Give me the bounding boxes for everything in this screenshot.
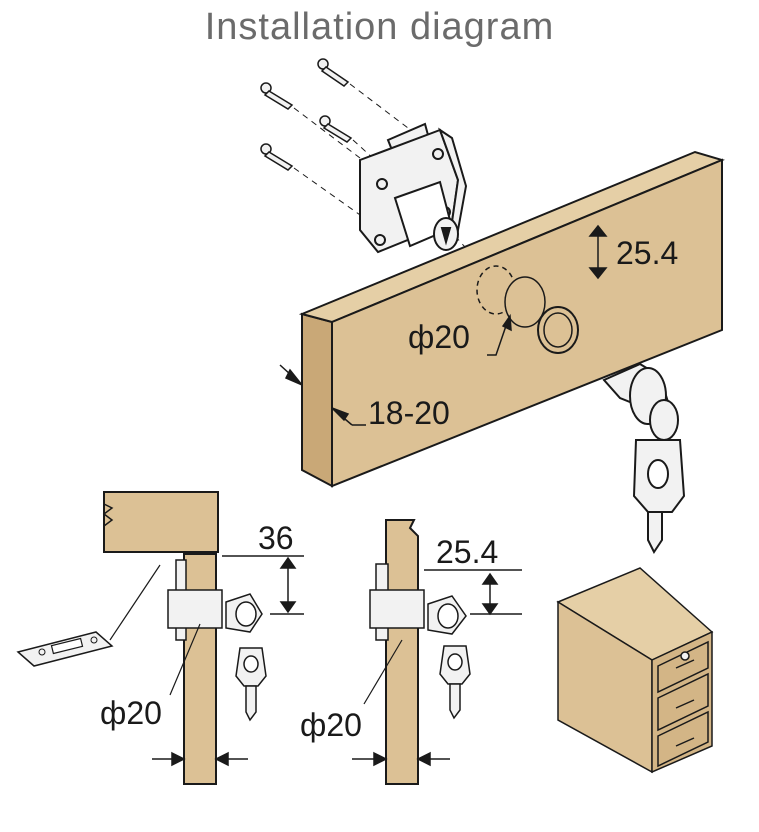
label-top-hole: ф20 bbox=[408, 319, 470, 355]
drawer-cabinet bbox=[556, 567, 714, 774]
detail-left bbox=[16, 491, 267, 785]
dim-left-thickness bbox=[152, 751, 248, 767]
lock-body bbox=[359, 122, 468, 254]
diagram-title: Installation diagram bbox=[204, 6, 555, 48]
label-top-height: 25.4 bbox=[616, 235, 678, 271]
keys-top bbox=[602, 362, 686, 554]
dim-middle-thickness bbox=[352, 751, 450, 767]
screw-1 bbox=[317, 58, 350, 87]
label-left-hole: ф20 bbox=[100, 695, 162, 731]
label-middle-hole: ф20 bbox=[300, 707, 362, 743]
dim-top-height bbox=[588, 224, 608, 280]
label-left-height: 36 bbox=[258, 520, 294, 556]
screw-2 bbox=[260, 82, 294, 110]
screw-3 bbox=[319, 115, 353, 143]
label-top-thickness: 18-20 bbox=[368, 395, 450, 431]
screws bbox=[260, 58, 353, 171]
dim-top-hole bbox=[487, 313, 512, 356]
label-middle-height: 25.4 bbox=[436, 534, 498, 570]
guide-lines bbox=[293, 83, 485, 269]
dim-left-height bbox=[222, 555, 304, 615]
dim-middle-height bbox=[424, 569, 522, 616]
wood-board bbox=[298, 150, 725, 488]
detail-middle bbox=[369, 519, 471, 785]
dim-top-thickness bbox=[279, 364, 366, 426]
screw-4 bbox=[260, 143, 294, 171]
